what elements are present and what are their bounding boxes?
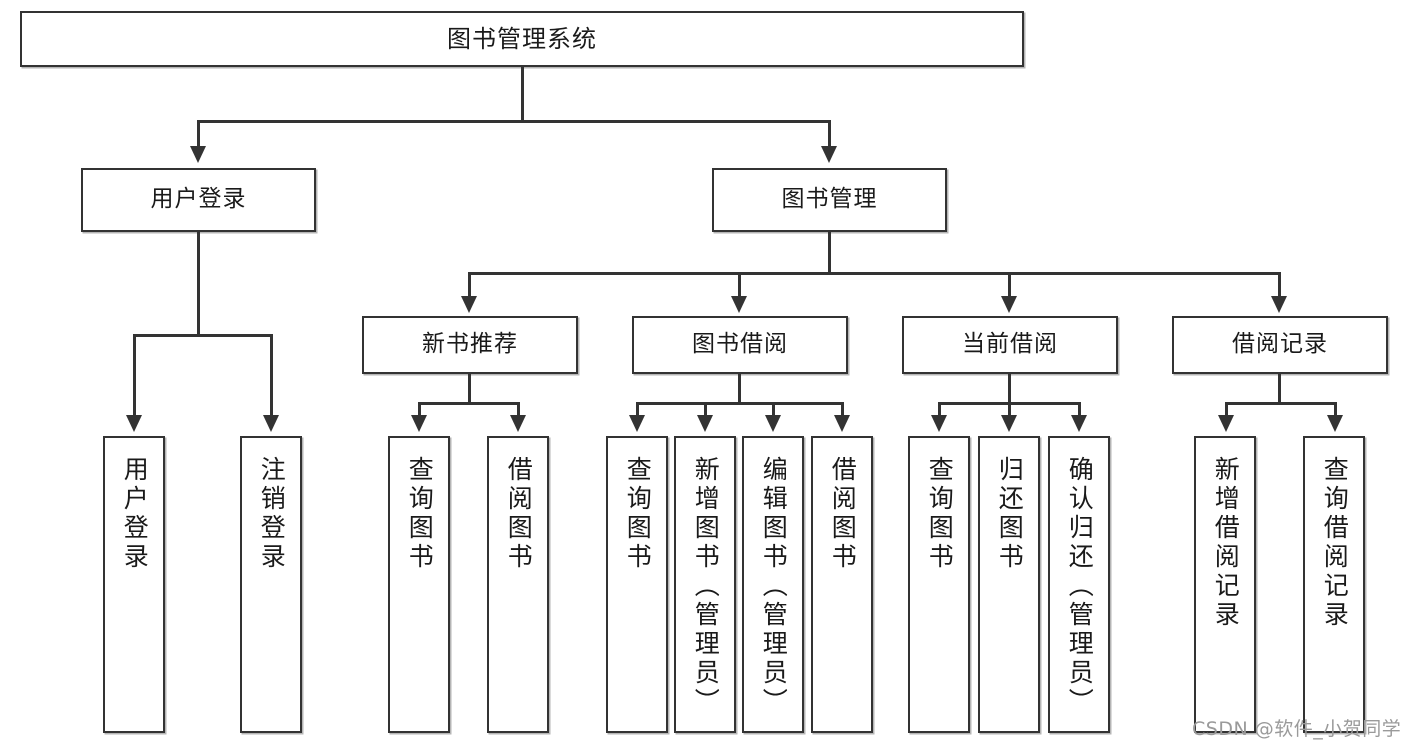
connector-book-borrow-leaf-3 xyxy=(772,402,775,416)
connector-current-borrow-stem xyxy=(1008,374,1011,404)
node-leaf-query-book-3[interactable]: 查询图书 xyxy=(908,436,970,733)
connector-level3-bar xyxy=(468,272,1280,275)
arrowhead-leaf-confirm-return xyxy=(1071,415,1087,432)
node-leaf-query-book-2[interactable]: 查询图书 xyxy=(606,436,668,733)
arrowhead-leaf-user-logout xyxy=(263,415,279,432)
connector-to-new-book-rec xyxy=(468,272,471,297)
node-leaf-query-book-3-label: 查询图书 xyxy=(925,456,955,572)
node-leaf-query-book-1[interactable]: 查询图书 xyxy=(388,436,450,733)
connector-root-stem xyxy=(521,67,524,122)
connector-book-manage-stem xyxy=(828,232,831,274)
arrowhead-leaf-add-record xyxy=(1218,415,1234,432)
node-borrow-record-label: 借阅记录 xyxy=(1232,331,1328,358)
arrowhead-leaf-query-record xyxy=(1327,415,1343,432)
connector-to-current-borrow xyxy=(1008,272,1011,297)
connector-user-login-leaf-2 xyxy=(270,334,273,416)
node-root-label: 图书管理系统 xyxy=(447,24,597,53)
node-book-manage[interactable]: 图书管理 xyxy=(712,168,947,232)
arrowhead-leaf-borrow-book-2 xyxy=(834,415,850,432)
node-leaf-query-book-2-label: 查询图书 xyxy=(623,456,653,572)
arrowhead-book-manage xyxy=(821,146,837,163)
connector-book-borrow-leaf-1 xyxy=(636,402,639,416)
connector-book-borrow-leaf-2 xyxy=(704,402,707,416)
arrowhead-new-book-rec xyxy=(461,296,477,313)
connector-root-to-user-login xyxy=(197,120,200,147)
node-leaf-borrow-book-1-label: 借阅图书 xyxy=(504,456,534,572)
node-borrow-record[interactable]: 借阅记录 xyxy=(1172,316,1388,374)
arrowhead-leaf-query-book-1 xyxy=(411,415,427,432)
node-root[interactable]: 图书管理系统 xyxy=(20,11,1024,67)
node-current-borrow-label: 当前借阅 xyxy=(962,331,1058,358)
connector-user-login-bar xyxy=(133,334,272,337)
node-book-borrow[interactable]: 图书借阅 xyxy=(632,316,848,374)
arrowhead-user-login xyxy=(190,146,206,163)
arrowhead-leaf-edit-book xyxy=(765,415,781,432)
connector-new-book-rec-leaf-1 xyxy=(418,402,421,416)
connector-borrow-record-leaf-1 xyxy=(1225,402,1228,416)
node-leaf-borrow-book-2[interactable]: 借阅图书 xyxy=(811,436,873,733)
connector-current-borrow-leaf-2 xyxy=(1008,402,1011,416)
connector-current-borrow-leaf-3 xyxy=(1078,402,1081,416)
node-user-login[interactable]: 用户登录 xyxy=(81,168,316,232)
node-leaf-query-record-label: 查询借阅记录 xyxy=(1320,456,1350,630)
connector-book-borrow-bar xyxy=(636,402,843,405)
connector-user-login-stem xyxy=(197,232,200,336)
node-leaf-add-record[interactable]: 新增借阅记录 xyxy=(1194,436,1256,733)
node-leaf-edit-book[interactable]: 编辑图书（管理员） xyxy=(742,436,804,733)
arrowhead-borrow-record xyxy=(1271,296,1287,313)
connector-borrow-record-stem xyxy=(1278,374,1281,404)
arrowhead-leaf-query-book-2 xyxy=(629,415,645,432)
node-leaf-return-book[interactable]: 归还图书 xyxy=(978,436,1040,733)
node-leaf-return-book-label: 归还图书 xyxy=(995,456,1025,572)
node-new-book-rec[interactable]: 新书推荐 xyxy=(362,316,578,374)
connector-new-book-rec-leaf-2 xyxy=(517,402,520,416)
node-book-manage-label: 图书管理 xyxy=(781,186,878,213)
arrowhead-leaf-borrow-book-1 xyxy=(510,415,526,432)
node-leaf-query-book-1-label: 查询图书 xyxy=(405,456,435,572)
node-user-login-label: 用户登录 xyxy=(150,186,247,213)
connector-user-login-leaf-1 xyxy=(133,334,136,416)
node-leaf-confirm-return[interactable]: 确认归还（管理员） xyxy=(1048,436,1110,733)
arrowhead-leaf-add-book xyxy=(697,415,713,432)
node-leaf-user-login[interactable]: 用户登录 xyxy=(103,436,165,733)
node-leaf-borrow-book-2-label: 借阅图书 xyxy=(828,456,858,572)
node-current-borrow[interactable]: 当前借阅 xyxy=(902,316,1118,374)
node-leaf-confirm-return-label: 确认归还（管理员） xyxy=(1065,456,1095,717)
connector-current-borrow-leaf-1 xyxy=(938,402,941,416)
arrowhead-current-borrow xyxy=(1001,296,1017,313)
arrowhead-leaf-user-login xyxy=(126,415,142,432)
connector-book-borrow-stem xyxy=(738,374,741,404)
connector-new-book-rec-bar xyxy=(418,402,519,405)
connector-to-book-borrow xyxy=(738,272,741,297)
node-book-borrow-label: 图书借阅 xyxy=(692,331,788,358)
node-leaf-borrow-book-1[interactable]: 借阅图书 xyxy=(487,436,549,733)
node-leaf-add-record-label: 新增借阅记录 xyxy=(1211,456,1241,630)
arrowhead-book-borrow xyxy=(731,296,747,313)
connector-book-borrow-leaf-4 xyxy=(841,402,844,416)
node-leaf-add-book[interactable]: 新增图书（管理员） xyxy=(674,436,736,733)
node-leaf-add-book-label: 新增图书（管理员） xyxy=(691,456,721,717)
node-leaf-user-logout[interactable]: 注销登录 xyxy=(240,436,302,733)
connector-new-book-rec-stem xyxy=(468,374,471,404)
connector-borrow-record-leaf-2 xyxy=(1334,402,1337,416)
node-leaf-user-logout-label: 注销登录 xyxy=(257,456,287,572)
connector-root-bar xyxy=(197,120,831,123)
node-new-book-rec-label: 新书推荐 xyxy=(422,331,518,358)
node-leaf-query-record[interactable]: 查询借阅记录 xyxy=(1303,436,1365,733)
connector-borrow-record-bar xyxy=(1225,402,1336,405)
node-leaf-edit-book-label: 编辑图书（管理员） xyxy=(759,456,789,717)
connector-root-to-book-manage xyxy=(828,120,831,147)
connector-to-borrow-record xyxy=(1278,272,1281,297)
arrowhead-leaf-return-book xyxy=(1001,415,1017,432)
node-leaf-user-login-label: 用户登录 xyxy=(120,456,150,572)
arrowhead-leaf-query-book-3 xyxy=(931,415,947,432)
